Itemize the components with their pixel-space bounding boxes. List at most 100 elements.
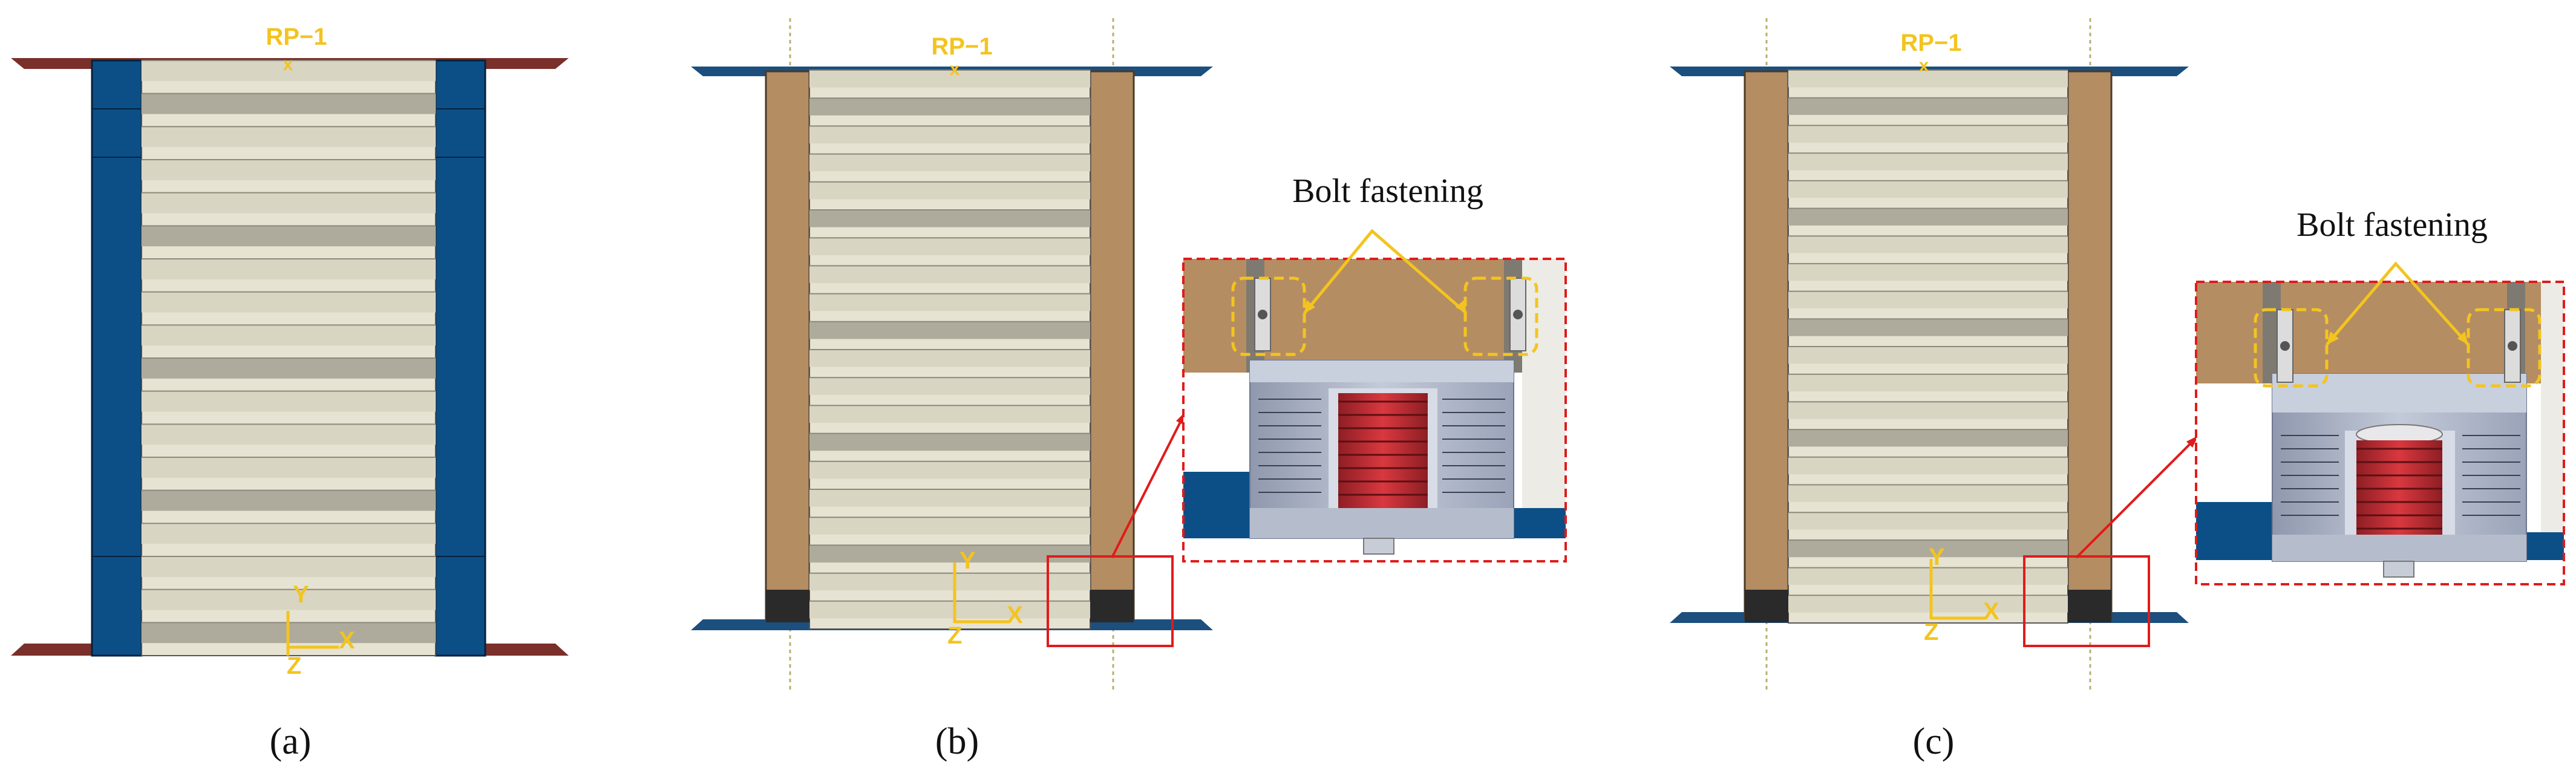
base-connector-right <box>2068 590 2111 622</box>
base-connector-right <box>1090 590 1134 622</box>
caption-c: (c) <box>1913 721 1955 762</box>
panel-strip <box>809 98 1090 116</box>
detail-inset <box>2195 261 2565 585</box>
plate-lines <box>2281 435 2520 516</box>
axis-z-label: Z <box>287 653 301 679</box>
inset-border <box>2195 281 2565 585</box>
panel-strip <box>142 160 436 180</box>
caption-a: (a) <box>270 721 312 762</box>
left-column <box>1744 70 1790 620</box>
panel-b <box>691 18 1567 693</box>
right-column <box>2067 70 2113 620</box>
panel-strip <box>142 490 436 511</box>
panel-strip <box>142 523 436 544</box>
panel-strip <box>1788 208 2068 226</box>
panel-strip <box>142 259 436 279</box>
base-connector-left <box>766 590 809 622</box>
panel-strip <box>1788 70 2068 88</box>
panel-strip <box>809 433 1090 451</box>
panel-strip <box>809 126 1090 144</box>
panel-strip <box>809 350 1090 367</box>
panel-strip <box>809 293 1090 311</box>
panel-strip <box>809 266 1090 284</box>
detail-marker-box <box>2023 555 2150 647</box>
bolt-right <box>2504 309 2521 383</box>
panel-strip <box>1788 97 2068 116</box>
rp-label-b: RP−1 <box>931 33 992 60</box>
panel-strip <box>1788 484 2068 502</box>
callout-arrows <box>2326 261 2470 346</box>
bearing-body <box>2356 440 2442 535</box>
axis-y-label: Y <box>959 547 976 574</box>
right-column <box>1089 70 1135 620</box>
panel-strip <box>142 358 436 379</box>
panel-strip <box>1788 180 2068 198</box>
panel-strip <box>809 154 1090 172</box>
detail-marker-box <box>1047 555 1174 647</box>
elastomeric-bearing <box>1338 393 1428 508</box>
bearing-body <box>1338 393 1428 508</box>
panel-strip <box>1788 567 2068 585</box>
inset-border <box>1182 258 1567 562</box>
elastomeric-bearing <box>2356 424 2443 535</box>
axis-x-label: X <box>1983 598 1999 625</box>
axis-z-label: Z <box>1924 619 1938 645</box>
rp-label-c: RP−1 <box>1900 30 1961 56</box>
panel-strip <box>142 589 436 610</box>
panel-strip <box>809 181 1090 200</box>
bolt-highlight-right <box>2466 308 2542 388</box>
bolt-highlight-left <box>1231 276 1306 356</box>
panel-strip <box>142 292 436 313</box>
panel-strip <box>142 556 436 577</box>
panel-strip <box>809 489 1090 507</box>
panel-strip <box>142 325 436 346</box>
panel-strip <box>809 601 1090 619</box>
panel-strip <box>142 424 436 445</box>
panel-strip <box>809 461 1090 479</box>
bolt-highlight-right <box>1463 276 1538 356</box>
panel-strip <box>1788 512 2068 530</box>
axis-z-label: Z <box>947 622 962 649</box>
axis-x-label: X <box>1007 602 1023 628</box>
panel-strip <box>809 545 1090 563</box>
rp-marker-c: x <box>1919 56 1929 76</box>
panel-strip <box>809 70 1090 88</box>
panel-strip <box>1788 429 2068 447</box>
panel-strip <box>1788 374 2068 392</box>
detail-inset <box>1182 229 1567 562</box>
panel-strips <box>809 70 1090 619</box>
panel-strip <box>142 226 436 247</box>
panel-strip <box>1788 125 2068 143</box>
panel-strip <box>1788 457 2068 475</box>
panel-strip <box>809 210 1090 227</box>
rp-label-a: RP−1 <box>266 24 327 50</box>
panel-strip <box>1788 236 2068 253</box>
panel-strip <box>1788 153 2068 171</box>
panel-strip <box>809 405 1090 423</box>
panel-strip <box>809 238 1090 255</box>
left-column <box>91 59 143 657</box>
panel-strip <box>809 321 1090 339</box>
panel-strip <box>1788 347 2068 364</box>
panel-strip <box>142 192 436 214</box>
base-connector-left <box>1745 590 1788 622</box>
right-column <box>434 59 486 657</box>
panel-strip <box>142 126 436 148</box>
detail-leader-line <box>1111 411 1187 558</box>
panel-strip <box>809 517 1090 535</box>
caption-b: (b) <box>935 721 979 762</box>
panel-c <box>1670 18 2565 693</box>
bolt-highlight-left <box>2254 308 2329 388</box>
plate-lines <box>1258 399 1505 493</box>
rp-marker-b: x <box>950 59 960 79</box>
panel-strip <box>809 377 1090 395</box>
bolt-fastening-label-b: Bolt fastening <box>1292 172 1483 210</box>
panel-strip <box>1788 595 2068 613</box>
panel-strip <box>142 391 436 412</box>
panel-strip <box>1788 402 2068 419</box>
detail-leader-line <box>2075 434 2200 559</box>
panel-strip <box>809 573 1090 591</box>
panel-strip <box>1788 291 2068 308</box>
panel-strip <box>1788 540 2068 558</box>
